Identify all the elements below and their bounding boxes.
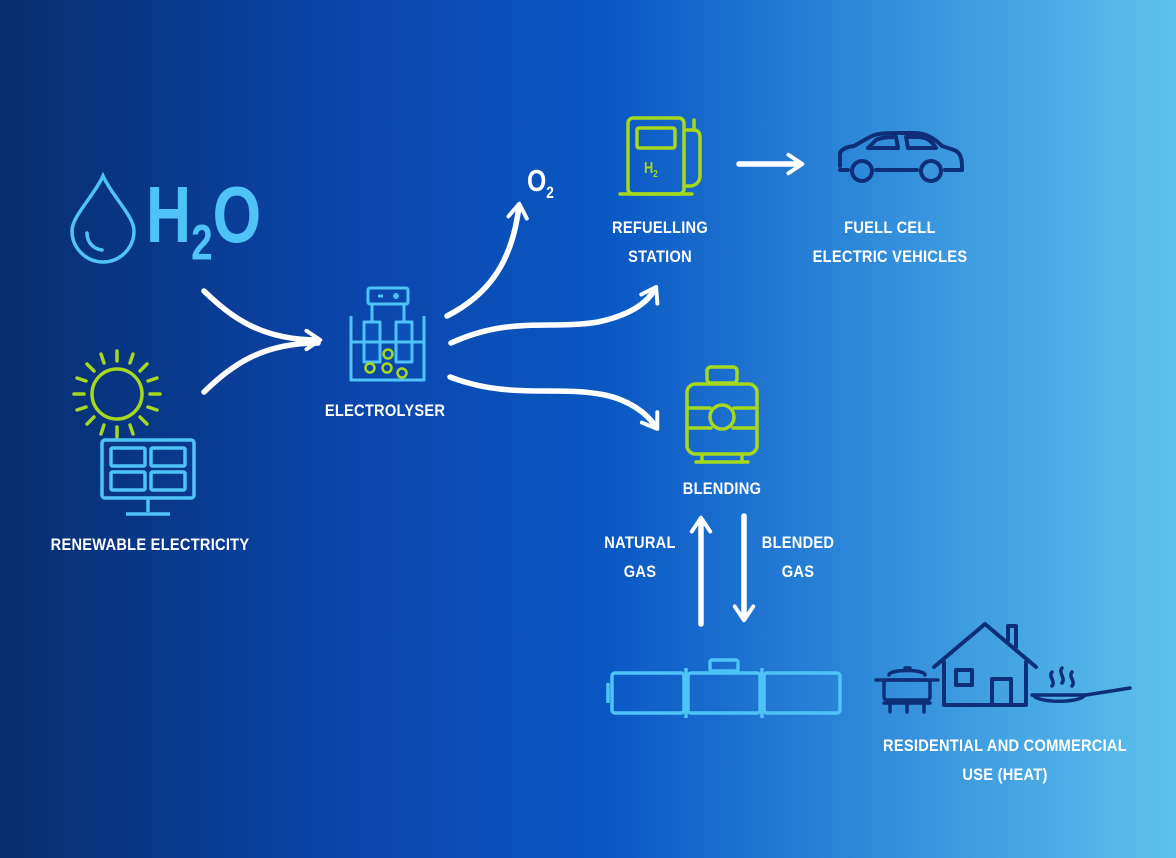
oxygen-formula: O2: [527, 163, 554, 202]
arrow-electrolyser-to-refuelling: [448, 285, 660, 346]
pipeline-icon: [606, 658, 842, 718]
fuel-pump-icon: [618, 116, 702, 196]
electrolyser-icon: [349, 286, 426, 382]
label-refuelling-station: REFUELLING STATION: [612, 218, 708, 266]
water-drop-icon: [70, 171, 136, 264]
pump-h2-text: H2: [644, 160, 658, 181]
label-renewable-electricity: RENEWABLE ELECTRICITY: [50, 535, 250, 554]
arrow-electrolyser-to-blending: [447, 374, 660, 431]
frying-pan-icon: [1030, 666, 1132, 703]
arrow-water-to-electrolyser: [201, 288, 323, 352]
water-formula: H2O: [146, 170, 262, 271]
label-fuel-cell-vehicles: FUELL CELL ELECTRIC VEHICLES: [812, 218, 968, 266]
label-residential-commercial: RESIDENTIAL AND COMMERCIAL USE (HEAT): [883, 736, 1127, 784]
sun-icon: [72, 349, 162, 439]
cooking-pot-icon: [874, 666, 940, 714]
arrow-electricity-to-electrolyser: [201, 340, 321, 395]
flow-arrows: [201, 152, 805, 627]
label-natural-gas: NATURAL GAS: [604, 533, 676, 581]
gas-cylinder-icon: [685, 365, 759, 464]
car-icon: [838, 131, 964, 183]
arrow-electrolyser-to-oxygen: [444, 201, 529, 319]
label-blending: BLENDING: [682, 479, 762, 498]
solar-panel-icon: [100, 438, 196, 516]
electrolyser-bubbles: [364, 348, 408, 379]
label-electrolyser: ELECTROLYSER: [324, 401, 446, 420]
house-icon: [932, 622, 1038, 707]
label-blended-gas: BLENDED GAS: [761, 533, 835, 581]
